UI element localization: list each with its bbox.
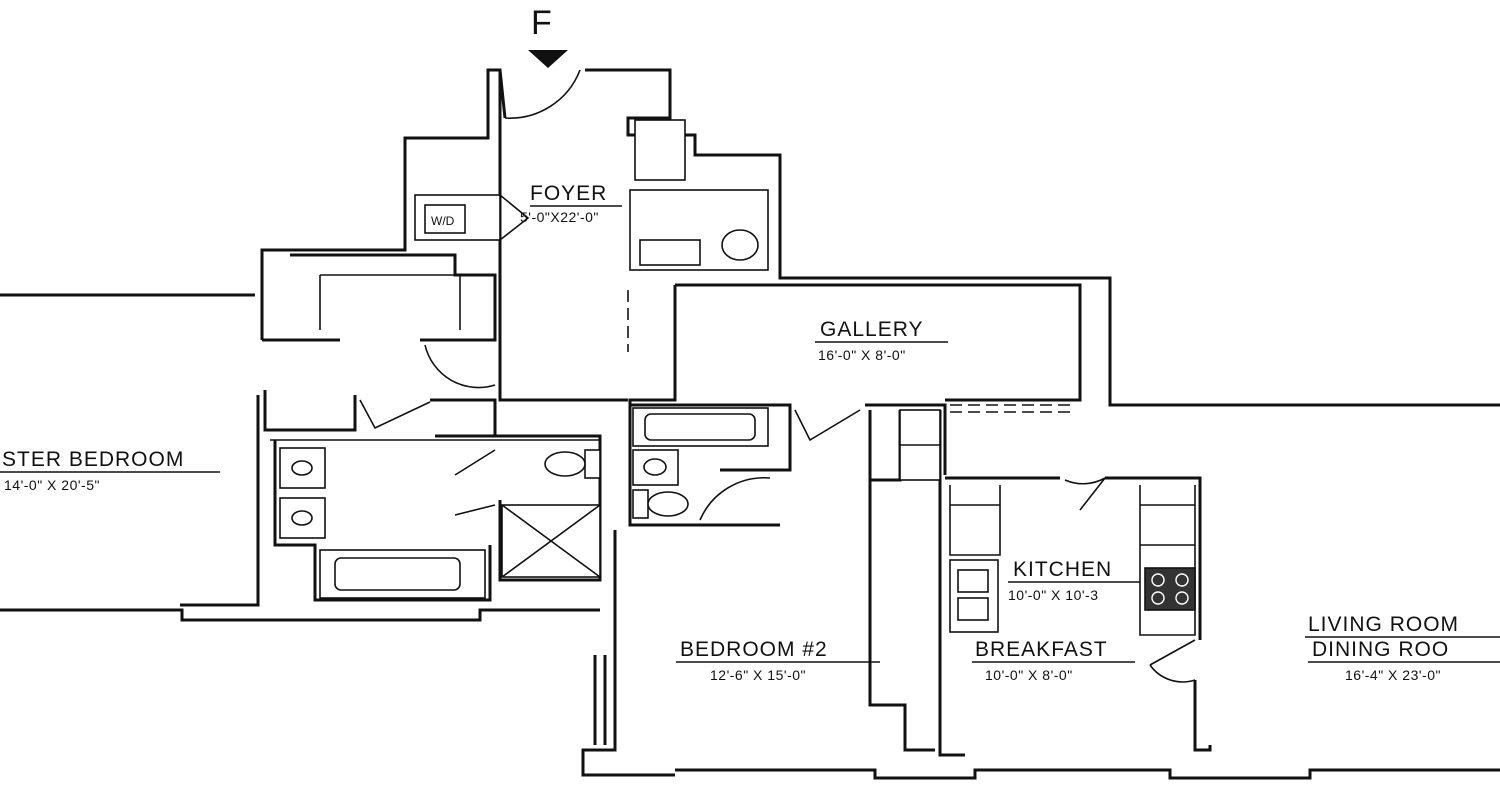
fixtures [279, 119, 1196, 633]
entry-marker-label: F [531, 4, 552, 42]
kitchen-label: KITCHEN [1013, 558, 1112, 581]
dining-room-label: DINING ROO [1312, 638, 1449, 661]
bedroom2-dims: 12'-6" X 15'-0" [710, 667, 806, 683]
master-bedroom-label: STER BEDROOM [2, 448, 184, 471]
opening-lines [627, 290, 676, 352]
opening-lines-gallery [950, 404, 1075, 413]
gallery-label: GALLERY [820, 318, 924, 341]
bedroom2-label: BEDROOM #2 [680, 638, 828, 661]
foyer-dims: 5'-0"X22'-0" [520, 209, 599, 225]
living-room-label: LIVING ROOM [1308, 613, 1459, 636]
breakfast-dims: 10'-0" X 8'-0" [985, 667, 1073, 683]
gallery-dims: 16'-0" X 8'-0" [818, 347, 906, 363]
breakfast-label: BREAKFAST [975, 638, 1108, 661]
master-bedroom-dims: 14'-0" X 20'-5" [4, 477, 100, 493]
entry-arrow-icon [528, 50, 568, 68]
living-room-dims: 16'-4" X 23'-0" [1345, 667, 1441, 683]
room-labels: W/D FOYER 5'-0"X22'-0" GALLERY 16'-0" X … [0, 182, 1500, 683]
wd-label: W/D [431, 214, 455, 228]
walls [0, 68, 1500, 780]
foyer-label: FOYER [530, 182, 607, 205]
kitchen-dims: 10'-0" X 10'-3 [1008, 587, 1098, 603]
